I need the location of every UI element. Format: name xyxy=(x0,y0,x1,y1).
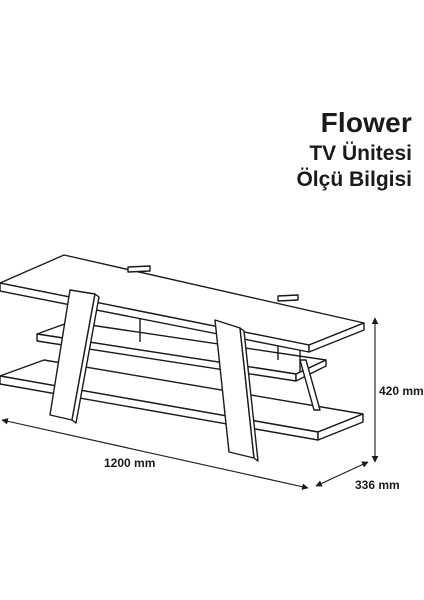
cable-slots xyxy=(127,265,299,302)
rear-leg xyxy=(299,359,321,411)
width-label: 1200 mm xyxy=(104,456,156,470)
width-dimension-line xyxy=(1,418,309,490)
product-type: TV Ünitesi xyxy=(309,142,412,166)
height-label: 420 mm xyxy=(379,384,424,398)
left-leg xyxy=(49,289,100,424)
depth-label: 336 mm xyxy=(355,478,400,492)
title-block: Flower TV Ünitesi Ölçü Bilgisi xyxy=(296,108,412,191)
depth-dimension-line xyxy=(315,461,369,487)
product-name: Flower xyxy=(320,107,412,138)
measurement-info-label: Ölçü Bilgisi xyxy=(296,168,412,192)
